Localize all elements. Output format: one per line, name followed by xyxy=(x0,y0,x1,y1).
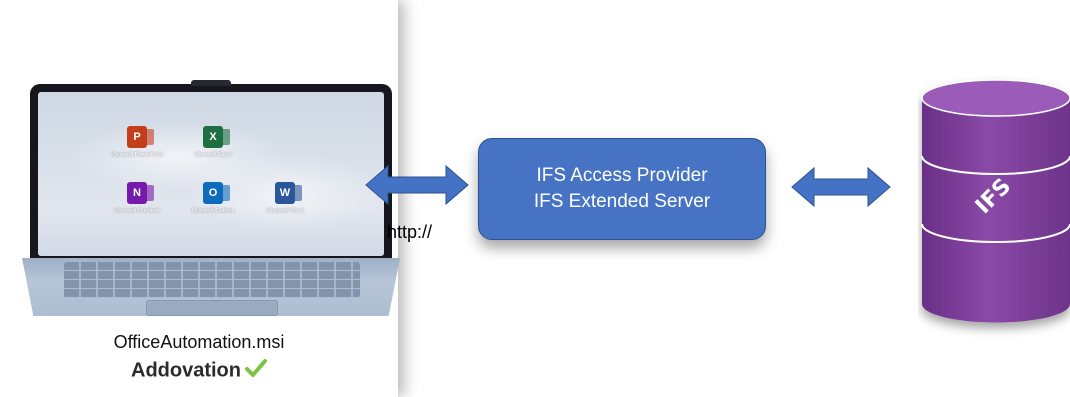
powerpoint-icon: P xyxy=(127,126,154,148)
app-excel: X Microsoft Excel xyxy=(178,126,248,158)
onenote-icon: N xyxy=(127,182,154,204)
protocol-label: http:// xyxy=(387,222,433,242)
app-word: W Microsoft Word xyxy=(250,182,320,214)
client-panel: P Microsoft PowerPoint X Microsoft Excel… xyxy=(0,0,400,397)
server-line-2: IFS Extended Server xyxy=(533,191,711,212)
keyboard-rows xyxy=(64,262,360,298)
brand-name: Addovation xyxy=(131,359,241,382)
checkmark-icon xyxy=(245,358,267,384)
server-database-arrow xyxy=(791,166,891,208)
app-onenote: N Microsoft OneNote xyxy=(102,182,172,214)
outlook-icon: O xyxy=(203,182,230,204)
laptop-illustration: P Microsoft PowerPoint X Microsoft Excel… xyxy=(22,80,400,324)
app-label: Microsoft PowerPoint xyxy=(111,152,163,158)
excel-icon: X xyxy=(203,126,230,148)
brand-logo: Addovation xyxy=(0,358,398,384)
app-label: Microsoft Outlook xyxy=(191,208,235,214)
app-label: Microsoft Word xyxy=(266,208,304,214)
database-node: IFS xyxy=(918,76,1070,338)
laptop-camera xyxy=(191,80,231,86)
database-cylinder-icon xyxy=(921,79,1070,323)
app-powerpoint: P Microsoft PowerPoint xyxy=(102,126,172,158)
app-outlook: O Microsoft Outlook xyxy=(178,182,248,214)
laptop-lid: P Microsoft PowerPoint X Microsoft Excel… xyxy=(30,80,392,260)
laptop-touchpad xyxy=(146,300,278,316)
laptop-screen: P Microsoft PowerPoint X Microsoft Excel… xyxy=(38,92,384,256)
client-server-arrow xyxy=(365,164,469,206)
word-icon: W xyxy=(275,182,302,204)
server-node: IFS Access Provider IFS Extended Server xyxy=(478,138,766,240)
app-label: Microsoft OneNote xyxy=(114,208,160,214)
installer-filename: OfficeAutomation.msi xyxy=(113,332,285,352)
server-line-1: IFS Access Provider xyxy=(536,165,708,186)
app-label: Microsoft Excel xyxy=(194,152,232,158)
